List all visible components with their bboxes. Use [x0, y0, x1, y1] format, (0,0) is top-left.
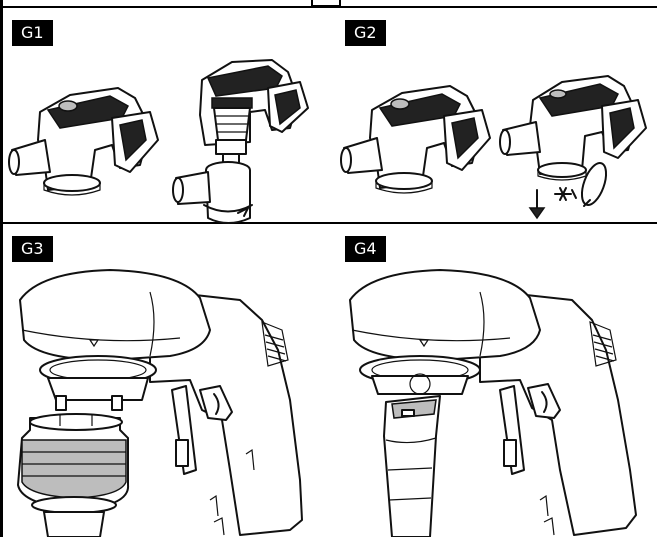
- g1-dust-bin: [172, 161, 253, 224]
- g2-filter-removed: [528, 162, 608, 220]
- panel-label-g4: G4: [345, 236, 386, 262]
- g3-filter: [17, 413, 130, 537]
- g1-motor-head: [199, 59, 309, 165]
- g4-motor-head: [349, 269, 541, 395]
- panel-label-g3: G3: [12, 236, 53, 262]
- g1-motor-unit: [8, 87, 159, 196]
- top-tab: [311, 0, 341, 7]
- g4-filter-cone: [383, 395, 441, 537]
- panel-label-g2: G2: [345, 20, 386, 46]
- top-border: [0, 0, 657, 8]
- middle-divider: [3, 222, 657, 224]
- g2-motor-unit-right: [499, 75, 647, 181]
- left-border: [0, 0, 3, 537]
- g3-motor-head: [19, 269, 211, 411]
- panel-label-g1: G1: [12, 20, 53, 46]
- g2-motor-unit-left: [340, 85, 491, 194]
